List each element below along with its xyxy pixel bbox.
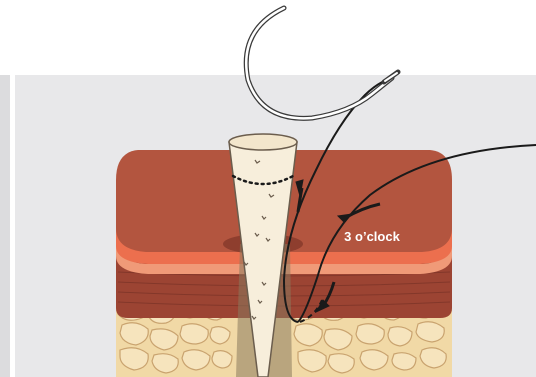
- position-label: 3 o’clock: [344, 229, 400, 244]
- cone-top: [229, 134, 297, 150]
- left-margin-strip: [0, 75, 10, 377]
